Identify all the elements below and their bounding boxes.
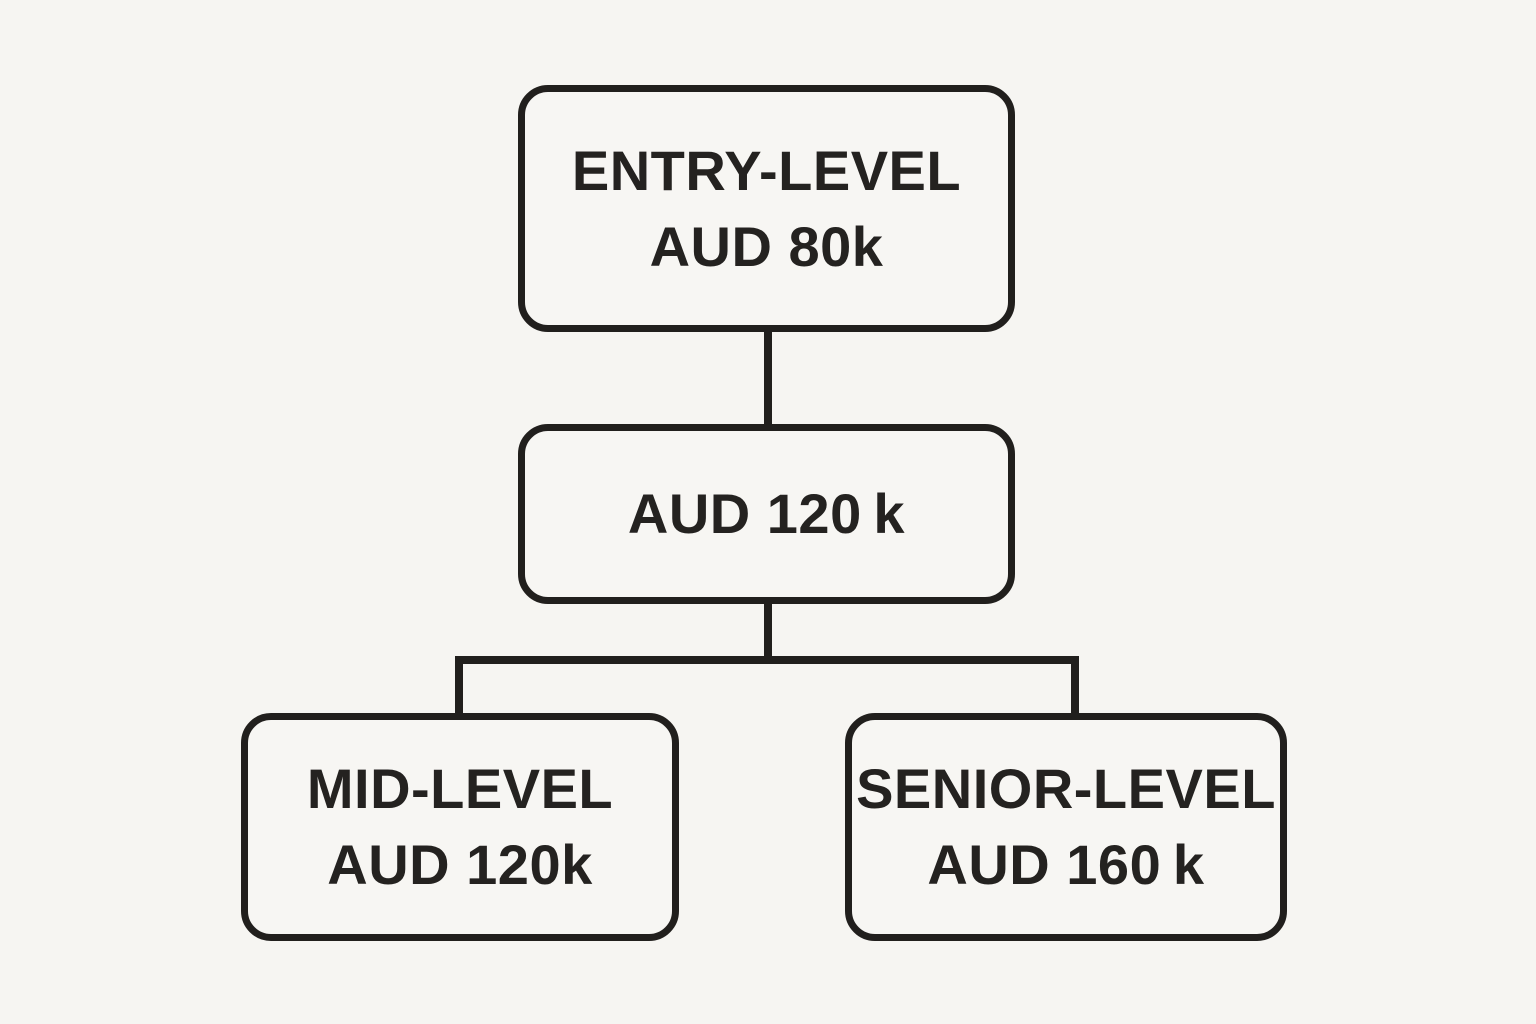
node-entry-level: ENTRY-LEVEL AUD 80k (518, 85, 1015, 332)
connector-drop-to-mid (455, 656, 463, 718)
connector-branch-bar (455, 656, 1079, 664)
node-mid-level-label: MID-LEVEL (306, 757, 614, 821)
node-promotion-salary: AUD 120 k (518, 424, 1015, 604)
node-promotion-salary-value: AUD 120 k (627, 482, 906, 546)
node-senior-level-value: AUD 160 k (927, 833, 1205, 896)
node-mid-level-value: AUD 120k (327, 833, 593, 896)
node-senior-level-label: SENIOR-LEVEL (856, 757, 1276, 821)
node-senior-level: SENIOR-LEVEL AUD 160 k (845, 713, 1287, 941)
connector-drop-to-senior (1071, 656, 1079, 718)
connector-entry-to-promotion (764, 326, 772, 430)
node-mid-level: MID-LEVEL AUD 120k (241, 713, 679, 941)
connector-promotion-stem (764, 598, 772, 664)
node-entry-level-label: ENTRY-LEVEL (571, 138, 962, 202)
node-entry-level-value: AUD 80k (649, 214, 884, 278)
